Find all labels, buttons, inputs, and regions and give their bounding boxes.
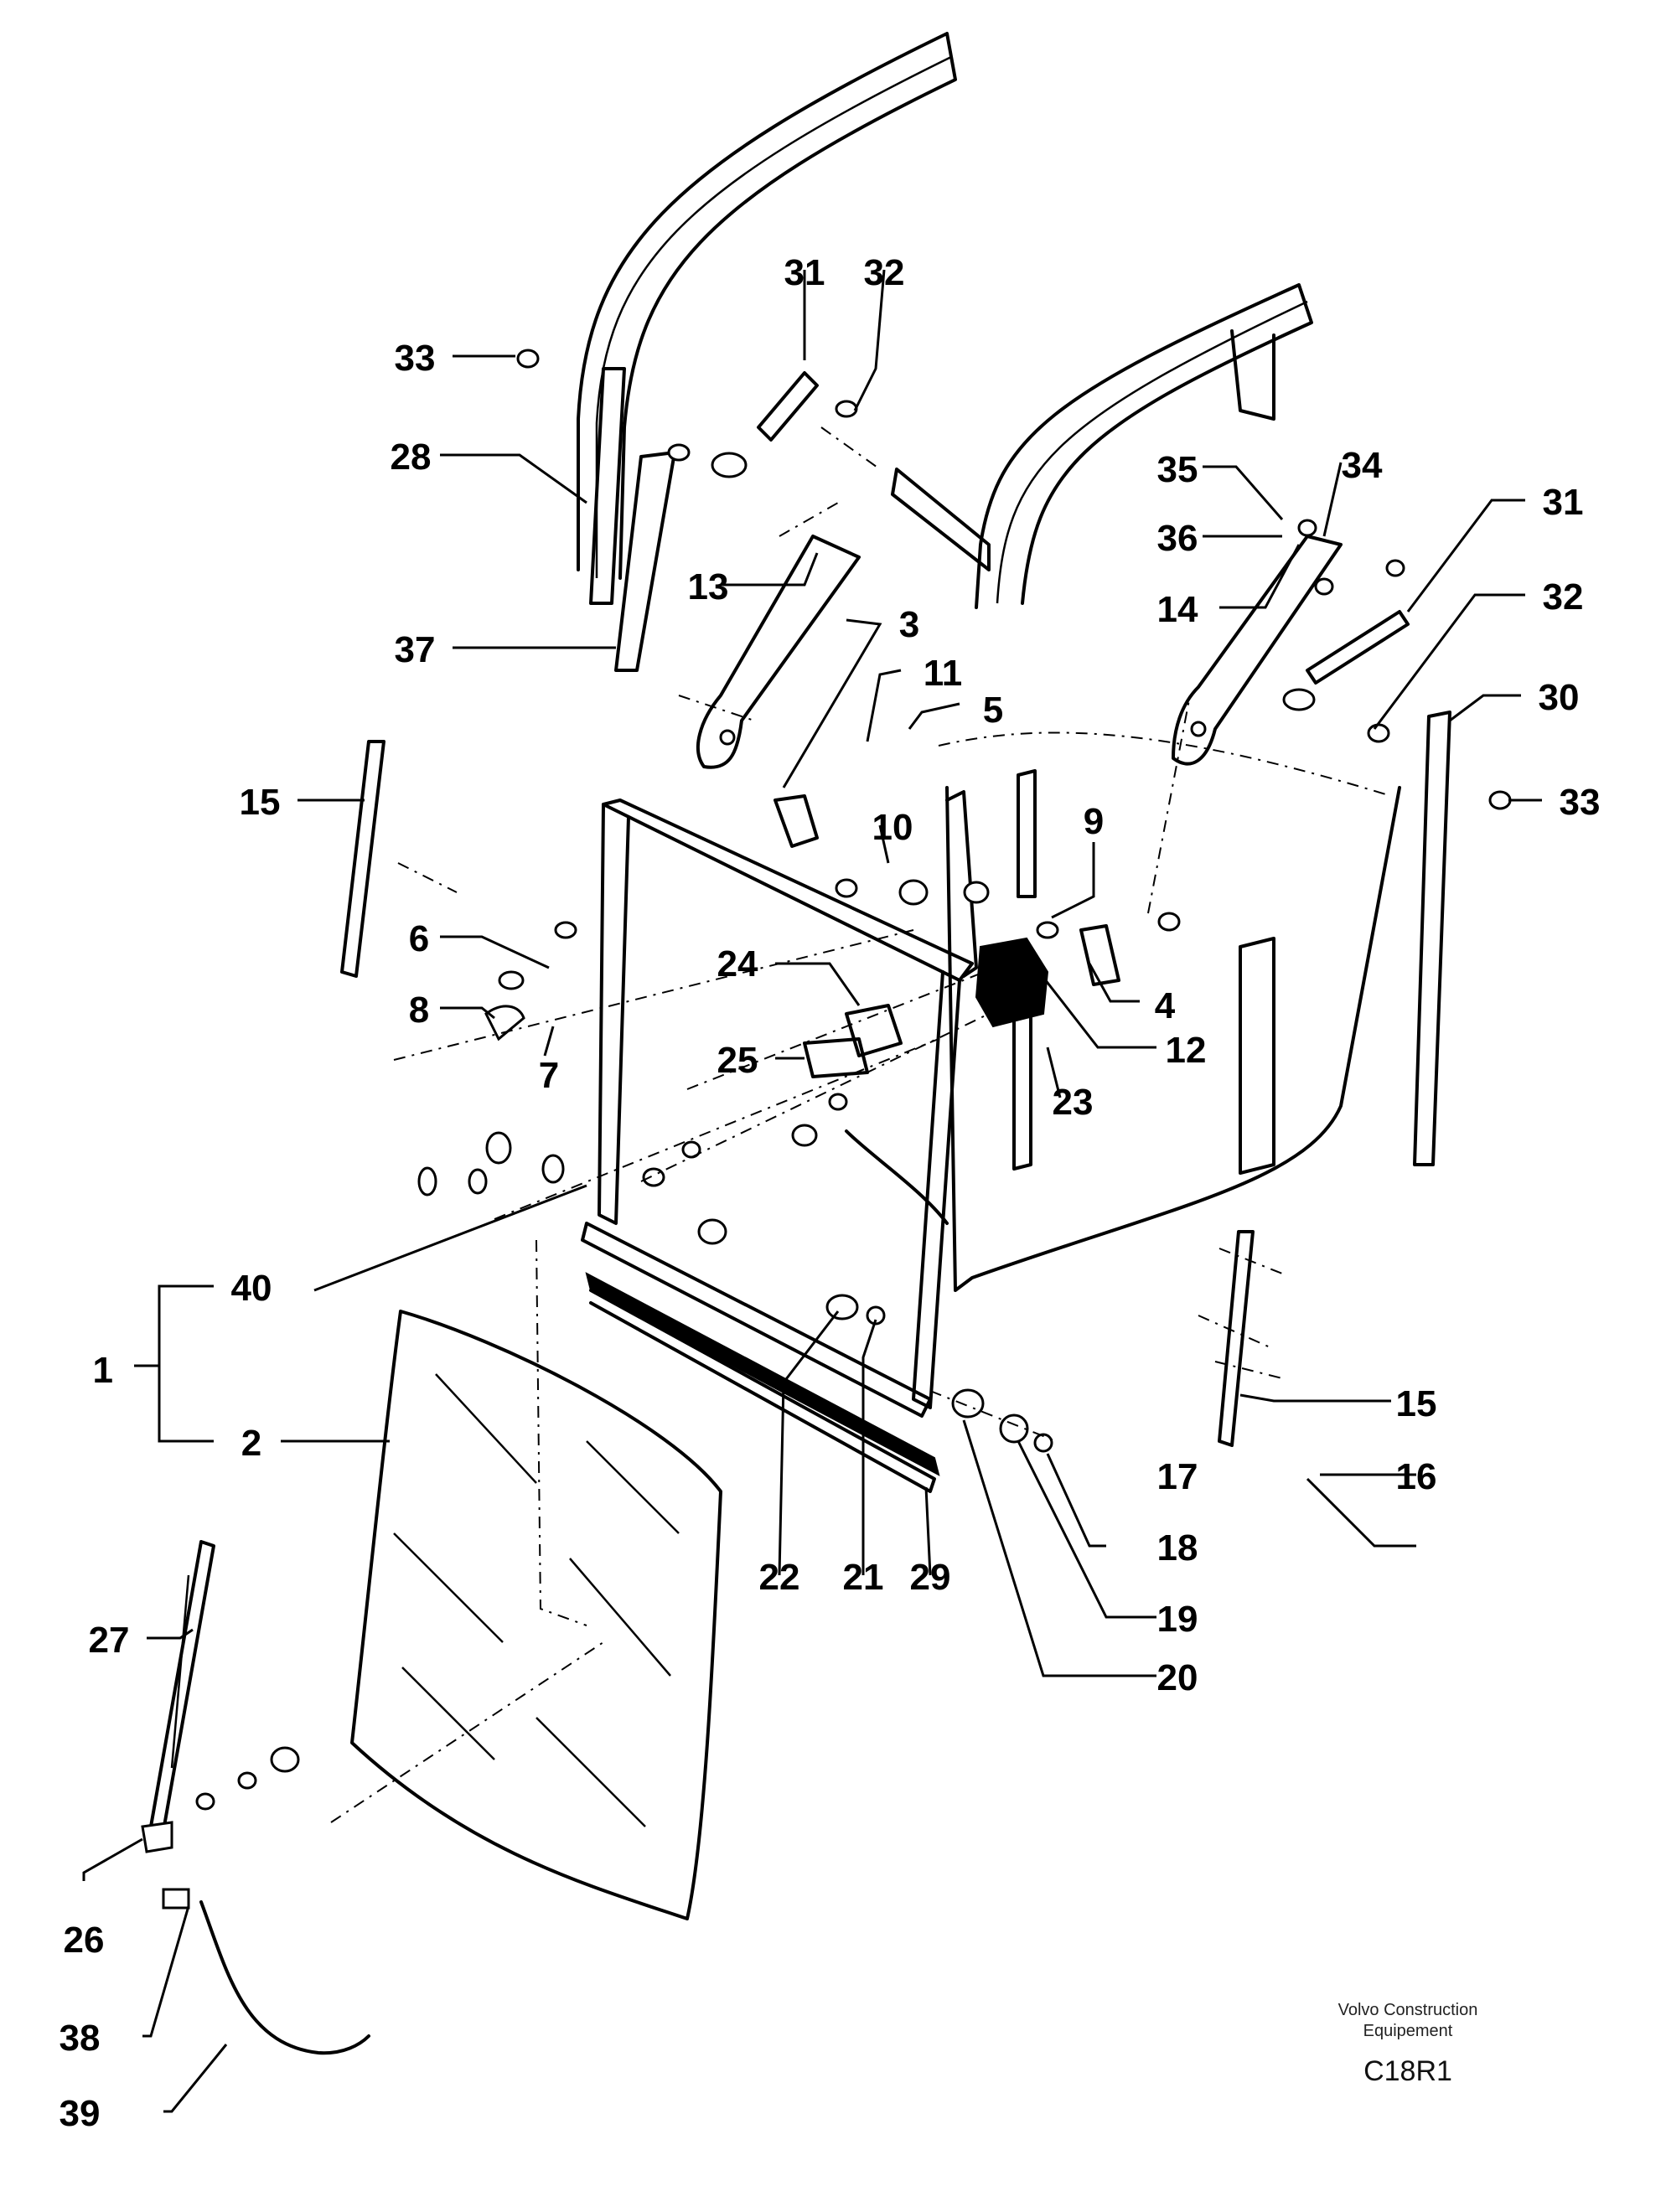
callout-25: 25 [717, 1040, 758, 1081]
right-cab-pillar [891, 283, 1313, 609]
callout-3: 3 [899, 604, 919, 645]
rubber-pad-23 [975, 937, 1049, 1028]
callout-21: 21 [843, 1557, 884, 1598]
assembly-lines [330, 426, 1283, 1823]
credit-line-2: Equipement [1363, 2022, 1453, 2040]
callout-32a: 32 [864, 252, 905, 293]
weather-strip-37 [614, 451, 676, 672]
callout-31a: 31 [784, 252, 825, 293]
callout-2: 2 [241, 1423, 261, 1464]
callout-29: 29 [910, 1557, 951, 1598]
latch-3 [774, 794, 819, 848]
striker-4 [1079, 924, 1120, 986]
gas-strut-left [711, 371, 819, 478]
callout-33a: 33 [395, 338, 436, 379]
hinge-bracket-13 [696, 535, 861, 769]
callout-23: 23 [1053, 1082, 1094, 1123]
callout-8: 8 [409, 990, 429, 1031]
callout-27: 27 [89, 1620, 130, 1661]
gas-strut-right [1282, 610, 1410, 711]
credit-line-1: Volvo Construction [1338, 2001, 1478, 2019]
callout-6: 6 [409, 918, 429, 959]
callout-14: 14 [1157, 589, 1198, 630]
callout-30: 30 [1539, 677, 1580, 718]
hinge-bracket-14 [1172, 535, 1343, 766]
callout-28: 28 [391, 437, 432, 478]
callout-31b: 31 [1543, 482, 1584, 523]
drawing-credit: Volvo Construction Equipement C18R1 [1338, 2001, 1478, 2087]
callout-19: 19 [1157, 1599, 1198, 1640]
callout-35: 35 [1157, 449, 1198, 490]
lock-24 [845, 1004, 903, 1057]
callout-4: 4 [1155, 985, 1176, 1026]
callout-32b: 32 [1543, 576, 1584, 618]
callout-24: 24 [717, 943, 758, 985]
leader-lines [82, 269, 1542, 2113]
callout-38: 38 [60, 2018, 101, 2059]
wiper-blade-27 [141, 1540, 215, 1853]
callout-7: 7 [539, 1055, 559, 1096]
callout-34: 34 [1342, 445, 1383, 486]
seal-strip [585, 1272, 940, 1493]
callout-40: 40 [231, 1268, 272, 1309]
callout-18: 18 [1157, 1527, 1198, 1569]
callout-20: 20 [1157, 1657, 1198, 1698]
cab-side-panel [845, 731, 1401, 1292]
drawing-code: C18R1 [1363, 2055, 1452, 2087]
trim-strip-right [1218, 1230, 1255, 1447]
weather-strip-30 [1413, 711, 1451, 1166]
callout-15b: 15 [1396, 1383, 1437, 1424]
callout-13: 13 [688, 566, 729, 607]
callout-17: 17 [1157, 1456, 1198, 1497]
washer-hose-39 [162, 1888, 370, 2055]
callout-36: 36 [1157, 518, 1198, 559]
hardware [195, 349, 1512, 1811]
callout-labels: 1 2 3 4 5 6 7 8 9 10 11 12 13 14 15 15 1… [60, 252, 1601, 2134]
callout-12: 12 [1166, 1030, 1207, 1071]
callout-1: 1 [93, 1350, 113, 1391]
glass-pane [350, 1310, 722, 1920]
callout-37: 37 [395, 629, 436, 670]
callout-9: 9 [1084, 801, 1104, 842]
callout-16: 16 [1396, 1456, 1437, 1497]
trim-strip-left [340, 740, 385, 978]
callout-26: 26 [64, 1920, 105, 1961]
callout-33b: 33 [1560, 782, 1601, 823]
callout-22: 22 [759, 1557, 800, 1598]
callout-5: 5 [983, 690, 1003, 731]
callout-15a: 15 [240, 782, 281, 823]
callout-10: 10 [872, 807, 913, 848]
callout-39: 39 [60, 2093, 101, 2134]
callout-11: 11 [924, 653, 963, 694]
pillar-cover-28 [589, 367, 626, 605]
